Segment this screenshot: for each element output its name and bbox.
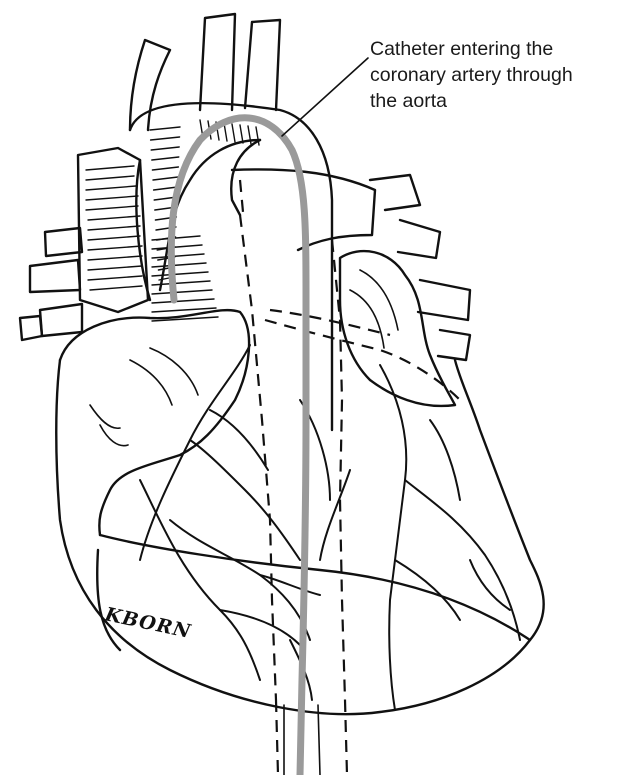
annotation-line-3: the aorta — [370, 88, 632, 114]
pulmonary-artery-right — [232, 169, 470, 360]
catheter — [171, 118, 306, 775]
right-atrium — [60, 310, 249, 535]
left-atrial-appendage — [340, 251, 455, 406]
aorta-hatching — [150, 120, 259, 321]
annotation-leader-line — [282, 58, 368, 136]
pulmonary-veins-left — [20, 228, 82, 340]
artist-signature: KBORN — [102, 603, 193, 643]
annotation-line-1: Catheter entering the — [370, 36, 632, 62]
dashed-outlines — [240, 180, 460, 700]
catheter-annotation: Catheter entering the coronary artery th… — [370, 36, 632, 114]
aortic-branches — [130, 14, 280, 130]
coronary-arteries — [140, 345, 520, 710]
annotation-line-2: coronary artery through — [370, 62, 632, 88]
